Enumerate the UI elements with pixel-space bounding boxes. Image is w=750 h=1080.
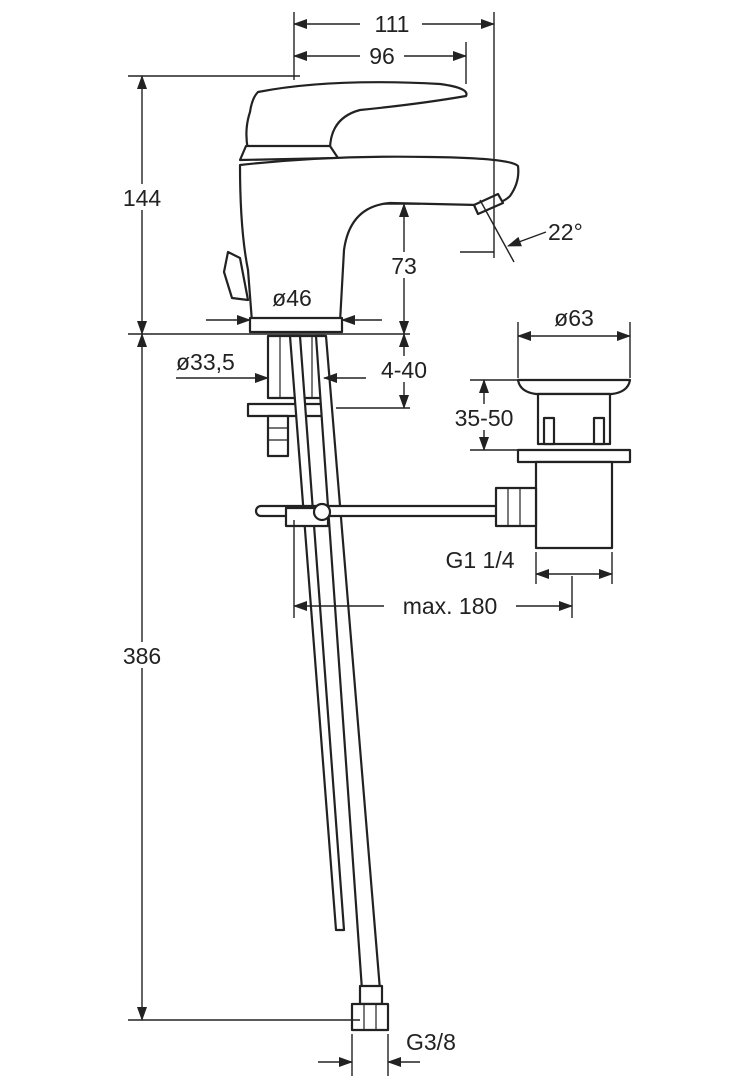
dim-144: 144: [123, 185, 162, 211]
dim-d63: ø63: [554, 305, 594, 331]
waste-side-port: [494, 486, 538, 528]
plug-window-right: [592, 416, 606, 446]
dim-d46: ø46: [272, 285, 312, 311]
faucet-lever: [245, 81, 468, 152]
dim-386: 386: [123, 643, 161, 669]
plug-window-left: [542, 416, 556, 446]
waste-plug-cap: [516, 378, 632, 396]
fixing-nut: [266, 414, 290, 458]
dim-d33-5: ø33,5: [176, 349, 235, 375]
hose-left: [288, 334, 346, 932]
pop-up-rod: [254, 502, 502, 528]
dim-g3-8: G3/8: [406, 1029, 456, 1055]
hose-nut-g38: [350, 1002, 390, 1032]
aerator: [472, 192, 505, 216]
dim-35-50: 35-50: [455, 405, 514, 431]
rod-clamp-screw: [312, 502, 332, 522]
dim-73: 73: [391, 253, 417, 279]
dim-angle-22: 22°: [548, 219, 583, 245]
supply-hoses: [288, 334, 390, 1032]
dim-111: 111: [375, 11, 410, 37]
faucet-spout-body: [238, 155, 520, 324]
waste-valve: [494, 378, 632, 550]
faucet-body: [222, 81, 520, 334]
dim-96: 96: [369, 43, 395, 69]
dimension-labels: 111 96 144 22° 73 ø46 ø63 ø33,5 4-40 35-…: [112, 10, 594, 1055]
side-knob: [222, 250, 250, 302]
hose-connector: [358, 984, 384, 1006]
dim-4-40: 4-40: [381, 357, 427, 383]
waste-flange: [516, 448, 632, 464]
dim-g1-1-4: G1 1/4: [445, 547, 514, 573]
dim-max-180: max. 180: [403, 593, 498, 619]
dimension-lines: [128, 12, 631, 1076]
base-ring: [248, 316, 344, 334]
waste-body: [534, 460, 614, 550]
fixing-plate: [246, 402, 332, 418]
hose-right: [314, 334, 382, 992]
